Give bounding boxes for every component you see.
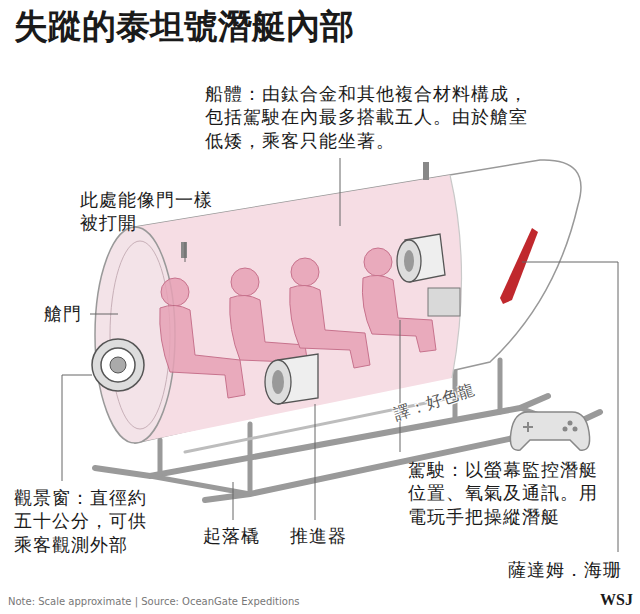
leader-line <box>315 404 316 520</box>
skid-leg <box>248 424 253 492</box>
thruster-hub <box>404 250 414 272</box>
viewport-glass <box>101 348 135 382</box>
controller-button <box>568 421 573 426</box>
logo: WSJ <box>600 590 633 611</box>
passenger-body <box>290 285 370 368</box>
leader-line <box>400 320 401 452</box>
hull-seam <box>450 175 462 378</box>
pilot-head <box>364 248 392 276</box>
callout-text: 薩達姆．海珊 <box>508 558 622 581</box>
red-marker <box>500 228 538 304</box>
skid-crossbar <box>150 476 250 494</box>
part-name: 推進器 <box>290 524 347 547</box>
callout-text: 駕駛：以螢幕監控潛艇位置、氧氣及通訊。用電玩手把操縱潛艇 <box>408 458 604 528</box>
controller-button <box>563 427 568 432</box>
controller-body <box>510 412 589 450</box>
callout-text: 觀景窗：直徑約五十公分，可供乘客觀測外部 <box>14 486 154 556</box>
leader-line <box>185 242 186 262</box>
caption: Note: Scale approximate | Source: OceanG… <box>8 596 299 608</box>
viewport <box>92 339 144 391</box>
passenger-head <box>231 268 259 296</box>
leader-line <box>340 158 341 226</box>
passenger-head <box>161 278 189 306</box>
pilot-screen <box>428 288 460 316</box>
pilot-body <box>362 275 436 352</box>
title: 失蹤的泰坦號潛艇內部 <box>14 6 354 47</box>
antenna <box>181 242 187 258</box>
leader-line <box>90 314 118 315</box>
callout-text: 此處能像門一樣被打開 <box>80 188 220 235</box>
passenger-head <box>291 258 319 286</box>
part-name: 艙門 <box>44 302 82 325</box>
controller-dpad <box>523 422 533 432</box>
skid-leg <box>498 360 503 412</box>
part-name: 起落橇 <box>203 524 260 547</box>
callout-text: 船體：由鈦合金和其他複合材料構成，包括駕駛在內最多搭載五人。由於艙室低矮，乘客只… <box>205 82 537 152</box>
thruster-intake <box>397 240 421 282</box>
antenna <box>423 162 429 180</box>
skid-leg <box>158 440 163 474</box>
game-controller-icon <box>510 412 589 450</box>
thruster-intake <box>265 360 291 404</box>
viewport-center <box>110 357 126 373</box>
controller-button <box>573 427 578 432</box>
leader-line <box>233 482 234 520</box>
leader-line <box>62 375 92 481</box>
thruster-hub <box>272 370 284 394</box>
